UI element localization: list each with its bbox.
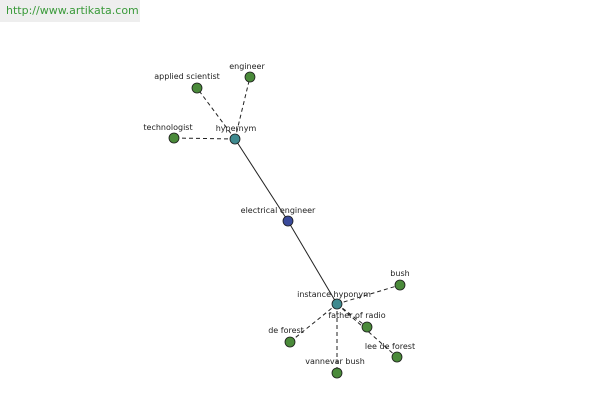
node-technologist[interactable] <box>168 132 180 144</box>
node-vannevar-bush[interactable] <box>331 367 343 379</box>
node-label-engineer: engineer <box>229 62 265 71</box>
node-father-of-radio[interactable] <box>361 321 373 333</box>
edge-instance-hyponym-to-de-forest <box>289 303 338 343</box>
node-label-applied-scientist: applied scientist <box>154 72 220 81</box>
edge-instance-hyponym-to-father-of-radio <box>336 303 368 328</box>
node-label-lee-de-forest: lee de forest <box>365 342 415 351</box>
node-lee-de-forest[interactable] <box>391 351 403 363</box>
edge-hypernym-to-engineer <box>234 76 251 140</box>
node-electrical-engineer[interactable] <box>282 215 294 227</box>
node-label-instance-hyponym: instance hyponym <box>297 290 371 299</box>
graph-nodes <box>168 71 406 379</box>
edge-instance-hyponym-to-lee-de-forest <box>336 303 398 358</box>
node-label-de-forest: de forest <box>268 326 304 335</box>
node-engineer[interactable] <box>244 71 256 83</box>
node-label-bush: bush <box>390 269 409 278</box>
node-bush[interactable] <box>394 279 406 291</box>
node-label-vannevar-bush: vannevar bush <box>305 357 365 366</box>
node-applied-scientist[interactable] <box>191 82 203 94</box>
node-label-technologist: technologist <box>143 123 192 132</box>
node-instance-hyponym[interactable] <box>331 298 343 310</box>
edge-hypernym-to-applied-scientist <box>196 87 236 140</box>
watermark-url: http://www.artikata.com <box>0 0 140 22</box>
edge-instance-hyponym-to-bush <box>336 284 401 305</box>
graph-edges <box>173 76 401 373</box>
node-label-hypernym: hypernym <box>216 124 257 133</box>
node-de-forest[interactable] <box>284 336 296 348</box>
node-label-father-of-radio: father of radio <box>328 311 385 320</box>
edge-electrical-engineer-to-instance-hyponym <box>287 220 338 305</box>
edge-hypernym-to-technologist <box>173 137 236 140</box>
graph-labels: electrical engineer hypernym instance hypo… <box>143 62 415 366</box>
edge-electrical-engineer-to-hypernym <box>234 138 289 222</box>
node-hypernym[interactable] <box>229 133 241 145</box>
node-label-electrical-engineer: electrical engineer <box>241 206 316 215</box>
